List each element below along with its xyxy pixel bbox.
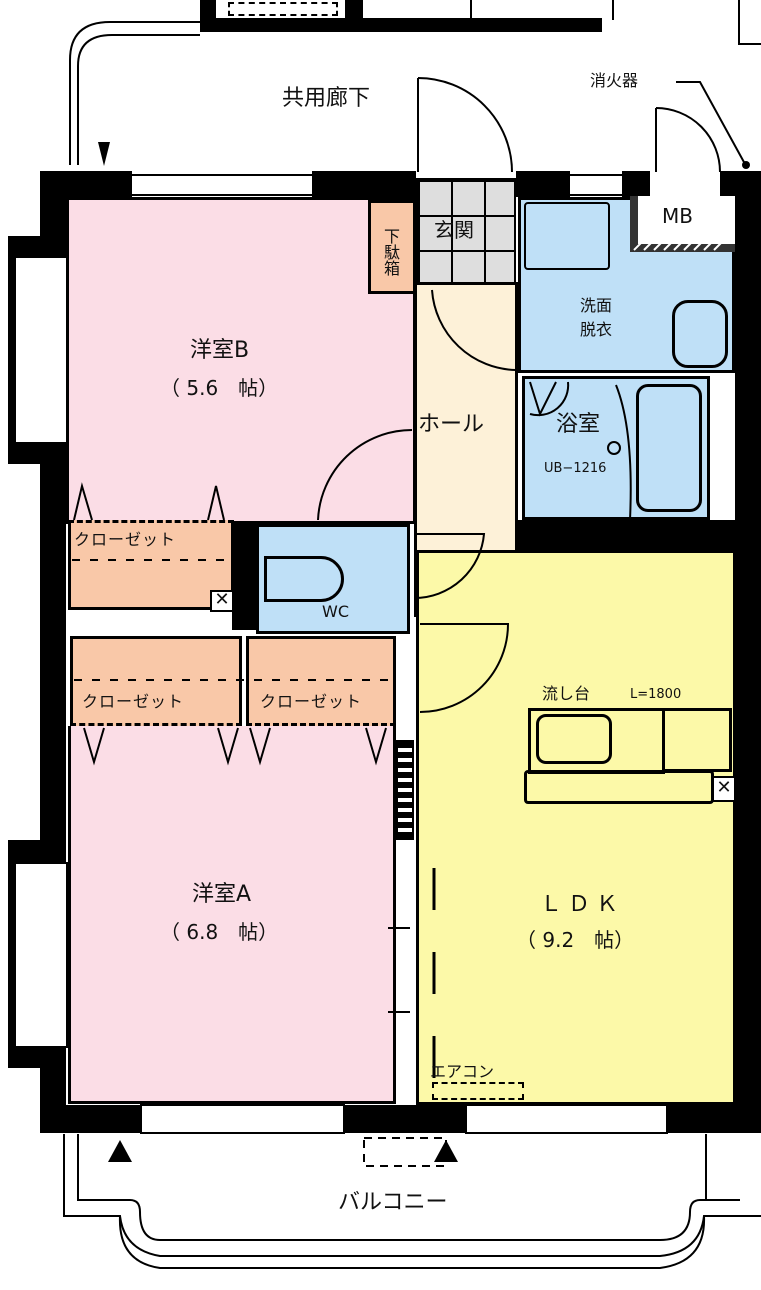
- upper-duct: [228, 2, 338, 16]
- aircon-unit: [432, 1082, 524, 1100]
- right-wall: [735, 171, 761, 1133]
- closet-a2[interactable]: [246, 636, 396, 726]
- hall-label: ホール: [418, 412, 485, 437]
- entrance-label: 玄関: [434, 218, 474, 242]
- closet-b-label: クローゼット: [74, 530, 177, 549]
- sliding-door-track[interactable]: [396, 740, 414, 840]
- closet-b-notch: ✕: [210, 590, 234, 612]
- room-a-name: 洋室A: [192, 882, 252, 907]
- closet-a1-label: クローゼット: [82, 692, 185, 711]
- closet-a2-label: クローゼット: [260, 692, 363, 711]
- toilet: [264, 556, 344, 602]
- wash-basin: [672, 300, 728, 368]
- top-wall-mid: [312, 171, 416, 197]
- meter-box-label: MB: [662, 204, 693, 228]
- pipe-shaft-icon: ✕: [712, 776, 736, 802]
- kitchen-length: L=1800: [630, 687, 682, 702]
- wc-label: WC: [322, 602, 349, 621]
- room-b-name: 洋室B: [190, 338, 250, 363]
- fire-extinguisher-label: 消火器: [590, 71, 639, 90]
- center-wall-ldk: [516, 520, 761, 550]
- washroom-label-1: 洗面: [580, 296, 613, 315]
- room-a[interactable]: [68, 726, 396, 1104]
- center-wall-b: [232, 520, 260, 630]
- shoe-box[interactable]: [368, 200, 416, 294]
- room-b[interactable]: [66, 197, 416, 524]
- ldk[interactable]: [416, 550, 736, 1105]
- bottom-wall-mid: [345, 1105, 465, 1133]
- corridor-label: 共用廊下: [282, 86, 371, 111]
- washroom-label-2: 脱衣: [580, 320, 613, 339]
- bathroom-label: 浴室: [556, 412, 601, 437]
- window-room-b-top[interactable]: [132, 174, 312, 196]
- entrance[interactable]: [416, 178, 516, 284]
- corridor-area: [0, 0, 761, 170]
- bay-window-a[interactable]: [14, 862, 68, 1048]
- bathroom-model: UB−1216: [544, 461, 607, 476]
- kitchen-sink: [536, 714, 612, 764]
- right-upper-frame: [738, 0, 761, 45]
- bay-window-b[interactable]: [14, 256, 68, 444]
- bottom-wall-right: [668, 1105, 761, 1133]
- top-wall-right1: [516, 171, 570, 197]
- bathroom[interactable]: [522, 376, 710, 520]
- ldk-size: （ 9.2 帖）: [516, 928, 635, 952]
- upper-wall-beam: [200, 18, 602, 32]
- upper-window-lines: [470, 0, 614, 20]
- ldk-name: ＬＤＫ: [540, 892, 625, 917]
- top-wall-right2: [622, 171, 650, 197]
- bathtub: [636, 384, 702, 512]
- balcony-label: バルコニー: [338, 1190, 448, 1215]
- kitchen-label: 流し台: [542, 684, 591, 703]
- room-a-size: （ 6.8 帖）: [160, 920, 279, 944]
- bottom-wall-left: [40, 1105, 140, 1133]
- shoe-box-label: 下駄箱: [381, 228, 400, 276]
- window-ldk-bottom[interactable]: [465, 1104, 668, 1134]
- closet-b[interactable]: [68, 520, 234, 610]
- washer-space: [524, 202, 610, 270]
- room-b-size: （ 5.6 帖）: [160, 376, 279, 400]
- aircon-label: エアコン: [430, 1062, 495, 1081]
- window-room-a-bottom[interactable]: [140, 1104, 345, 1134]
- window-washroom-top[interactable]: [570, 174, 622, 196]
